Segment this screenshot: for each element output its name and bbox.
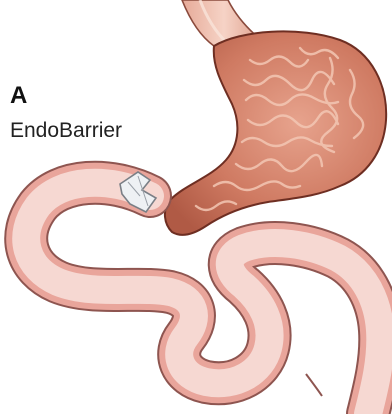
device-label: EndoBarrier xyxy=(10,120,122,141)
sleeve-end-ring xyxy=(306,374,322,396)
stomach xyxy=(165,31,386,234)
panel-letter: A xyxy=(10,84,27,108)
